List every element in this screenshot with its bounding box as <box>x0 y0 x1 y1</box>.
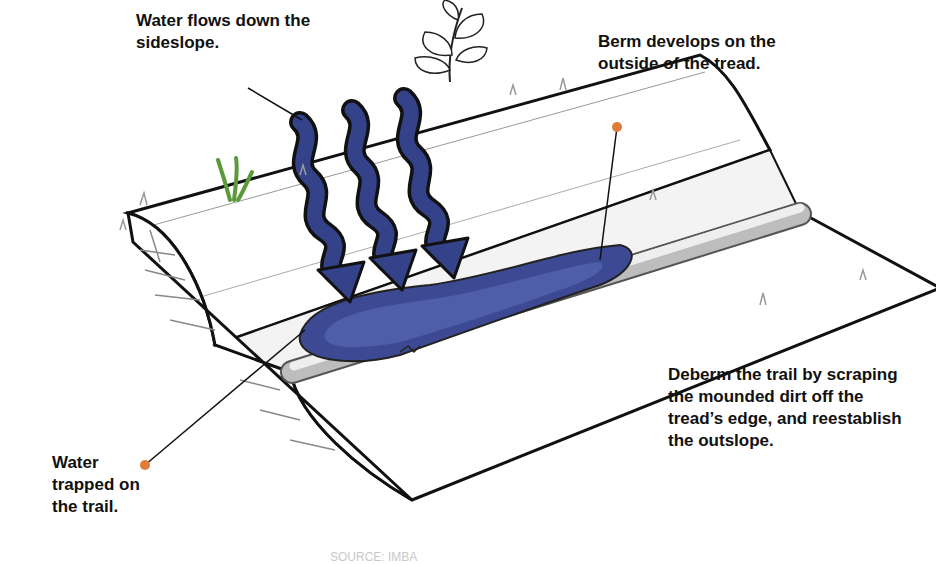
callout-text: Water trapped on the trail. <box>52 452 162 518</box>
leader-line <box>145 330 305 465</box>
leader-dot <box>612 122 622 132</box>
plant-leaves <box>415 0 487 73</box>
leader-dot <box>140 460 150 470</box>
leader-line <box>600 127 617 260</box>
berm <box>292 214 800 372</box>
source-credit: SOURCE: IMBA <box>330 549 450 564</box>
water-ripple <box>325 262 603 347</box>
water-mark <box>400 346 420 352</box>
grass-mark <box>120 78 866 305</box>
berm-highlight <box>294 208 800 366</box>
grass-tuft <box>218 158 252 200</box>
callout-text: Deberm the trail by scraping the mounded… <box>668 364 913 452</box>
leader-line <box>248 88 302 120</box>
berm <box>292 214 800 372</box>
callout-text: Water flows down the sideslope. <box>136 10 336 54</box>
flow-arrow <box>404 98 468 278</box>
callout-text: Berm develops on the outside of the trea… <box>598 31 838 75</box>
